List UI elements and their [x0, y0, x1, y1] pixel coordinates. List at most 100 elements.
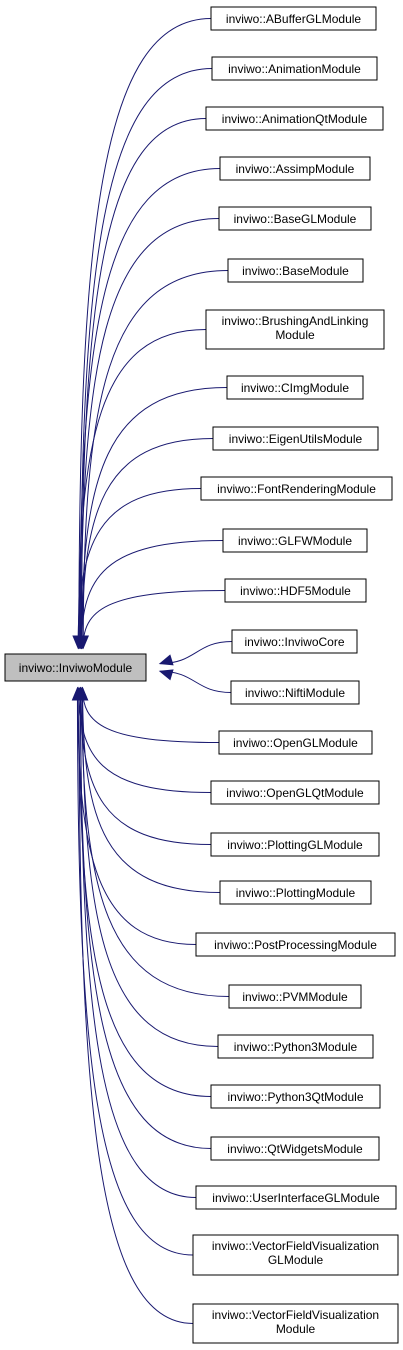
class-node-label: inviwo::InviwoCore: [244, 635, 344, 649]
class-node-hdf5-module[interactable]: inviwo::HDF5Module: [224, 578, 367, 603]
class-node-box: [219, 880, 372, 905]
class-node-post-processing-module[interactable]: inviwo::PostProcessingModule: [195, 932, 396, 957]
class-node-plotting-glmodule[interactable]: inviwo::PlottingGLModule: [210, 832, 380, 857]
class-node-label: GLModule: [268, 1253, 324, 1267]
inheritance-edge: [80, 687, 197, 1198]
inheritance-edge: [77, 329, 207, 649]
inheritance-edge: [78, 687, 194, 1324]
class-node-label: inviwo::AnimationQtModule: [222, 112, 368, 126]
class-node-assimp-module[interactable]: inviwo::AssimpModule: [219, 156, 371, 181]
class-node-box: [228, 984, 362, 1009]
class-node-box: [227, 258, 364, 283]
root-node-box: [4, 653, 147, 682]
class-node-box: [219, 156, 371, 181]
inheritance-edge: [78, 687, 212, 1097]
class-node-label: inviwo::PVMModule: [242, 990, 348, 1004]
class-node-label: inviwo::PlottingGLModule: [227, 838, 363, 852]
root-node-label: inviwo::InviwoModule: [19, 661, 133, 675]
inheritance-edge: [79, 687, 212, 1149]
inheritance-edge: [82, 590, 226, 649]
inheritance-arrowhead: [158, 654, 174, 666]
class-node-box: [192, 1303, 399, 1344]
class-node-inviwo-core[interactable]: inviwo::InviwoCore: [231, 629, 358, 654]
class-node-label: inviwo::OpenGLQtModule: [226, 786, 364, 800]
class-node-box: [200, 476, 393, 501]
class-node-base-module[interactable]: inviwo::BaseModule: [227, 258, 364, 283]
class-node-label: Module: [276, 1322, 316, 1336]
class-node-open-glqt-module[interactable]: inviwo::OpenGLQtModule: [210, 780, 380, 805]
class-node-user-interface-glmodule[interactable]: inviwo::UserInterfaceGLModule: [195, 1185, 397, 1210]
derived-class-nodes: inviwo::ABufferGLModuleinviwo::Animation…: [192, 6, 399, 1344]
class-node-qt-widgets-module[interactable]: inviwo::QtWidgetsModule: [210, 1136, 380, 1161]
class-node-label: inviwo::VectorFieldVisualization: [212, 1239, 379, 1253]
class-node-box: [210, 6, 377, 31]
class-node-font-rendering-module[interactable]: inviwo::FontRenderingModule: [200, 476, 393, 501]
class-node-label: inviwo::GLFWModule: [238, 534, 352, 548]
class-node-box: [210, 780, 380, 805]
inheritance-edge: [80, 218, 220, 649]
inheritance-edge: [77, 488, 202, 649]
class-node-box: [211, 56, 378, 81]
inheritance-edge: [76, 687, 194, 1256]
class-node-label: inviwo::BaseModule: [242, 264, 349, 278]
class-node-eigen-utils-module[interactable]: inviwo::EigenUtilsModule: [212, 426, 379, 451]
class-node-label: inviwo::VectorFieldVisualization: [212, 1308, 379, 1322]
class-node-box: [226, 375, 364, 400]
inheritance-edge: [81, 687, 219, 1047]
class-node-box: [212, 426, 379, 451]
class-node-box: [195, 932, 396, 957]
class-node-label: inviwo::UserInterfaceGLModule: [212, 1191, 380, 1205]
class-node-box: [205, 106, 384, 131]
class-node-python3-module[interactable]: inviwo::Python3Module: [217, 1034, 374, 1059]
class-node-box: [210, 832, 380, 857]
class-node-box: [224, 578, 367, 603]
class-node-label: inviwo::BrushingAndLinking: [222, 314, 369, 328]
class-node-base-glmodule[interactable]: inviwo::BaseGLModule: [218, 206, 372, 231]
class-node-label: inviwo::Python3Module: [234, 1040, 358, 1054]
class-node-label: inviwo::BaseGLModule: [234, 212, 357, 226]
inheritance-edge: [81, 438, 214, 649]
class-node-open-glmodule[interactable]: inviwo::OpenGLModule: [218, 730, 373, 755]
class-node-label: inviwo::AssimpModule: [236, 162, 355, 176]
class-node-abuffer-glmodule[interactable]: inviwo::ABufferGLModule: [210, 6, 377, 31]
inheritance-edge: [81, 387, 228, 649]
class-node-animation-qt-module[interactable]: inviwo::AnimationQtModule: [205, 106, 384, 131]
class-node-pvmmodule[interactable]: inviwo::PVMModule: [228, 984, 362, 1009]
inheritance-arrowhead: [158, 669, 174, 681]
inheritance-arrowhead: [77, 635, 89, 650]
class-node-python3-qt-module[interactable]: inviwo::Python3QtModule: [210, 1084, 381, 1109]
inheritance-edge: [79, 68, 213, 649]
inheritance-arrowhead: [73, 686, 85, 701]
class-node-label: inviwo::EigenUtilsModule: [229, 432, 363, 446]
class-node-plotting-module[interactable]: inviwo::PlottingModule: [219, 880, 372, 905]
root-node-inviwo-module[interactable]: inviwo::InviwoModule: [4, 653, 147, 682]
class-node-label: inviwo::HDF5Module: [240, 584, 351, 598]
class-node-box: [218, 730, 373, 755]
class-node-box: [230, 680, 360, 705]
class-node-label: inviwo::FontRenderingModule: [217, 482, 376, 496]
inheritance-edges: [71, 18, 233, 1324]
inheritance-edge: [80, 540, 224, 649]
class-node-box: [210, 1136, 380, 1161]
class-node-animation-module[interactable]: inviwo::AnimationModule: [211, 56, 378, 81]
class-node-nifti-module[interactable]: inviwo::NiftiModule: [230, 680, 360, 705]
class-node-box: [192, 1234, 399, 1276]
class-node-label: inviwo::NiftiModule: [245, 686, 345, 700]
class-node-box: [217, 1034, 374, 1059]
inheritance-edge: [82, 687, 221, 893]
inheritance-edge: [79, 687, 212, 845]
inheritance-edge: [82, 687, 220, 743]
inheritance-edge: [79, 168, 221, 649]
class-node-box: [205, 309, 385, 350]
class-node-cimg-module[interactable]: inviwo::CImgModule: [226, 375, 364, 400]
class-node-label: inviwo::Python3QtModule: [227, 1090, 363, 1104]
class-node-box: [210, 1084, 381, 1109]
inheritance-edge: [78, 687, 212, 793]
class-node-label: inviwo::OpenGLModule: [233, 736, 358, 750]
class-node-box: [218, 206, 372, 231]
class-node-label: inviwo::PostProcessingModule: [214, 938, 377, 952]
class-node-glfwmodule[interactable]: inviwo::GLFWModule: [222, 528, 368, 553]
